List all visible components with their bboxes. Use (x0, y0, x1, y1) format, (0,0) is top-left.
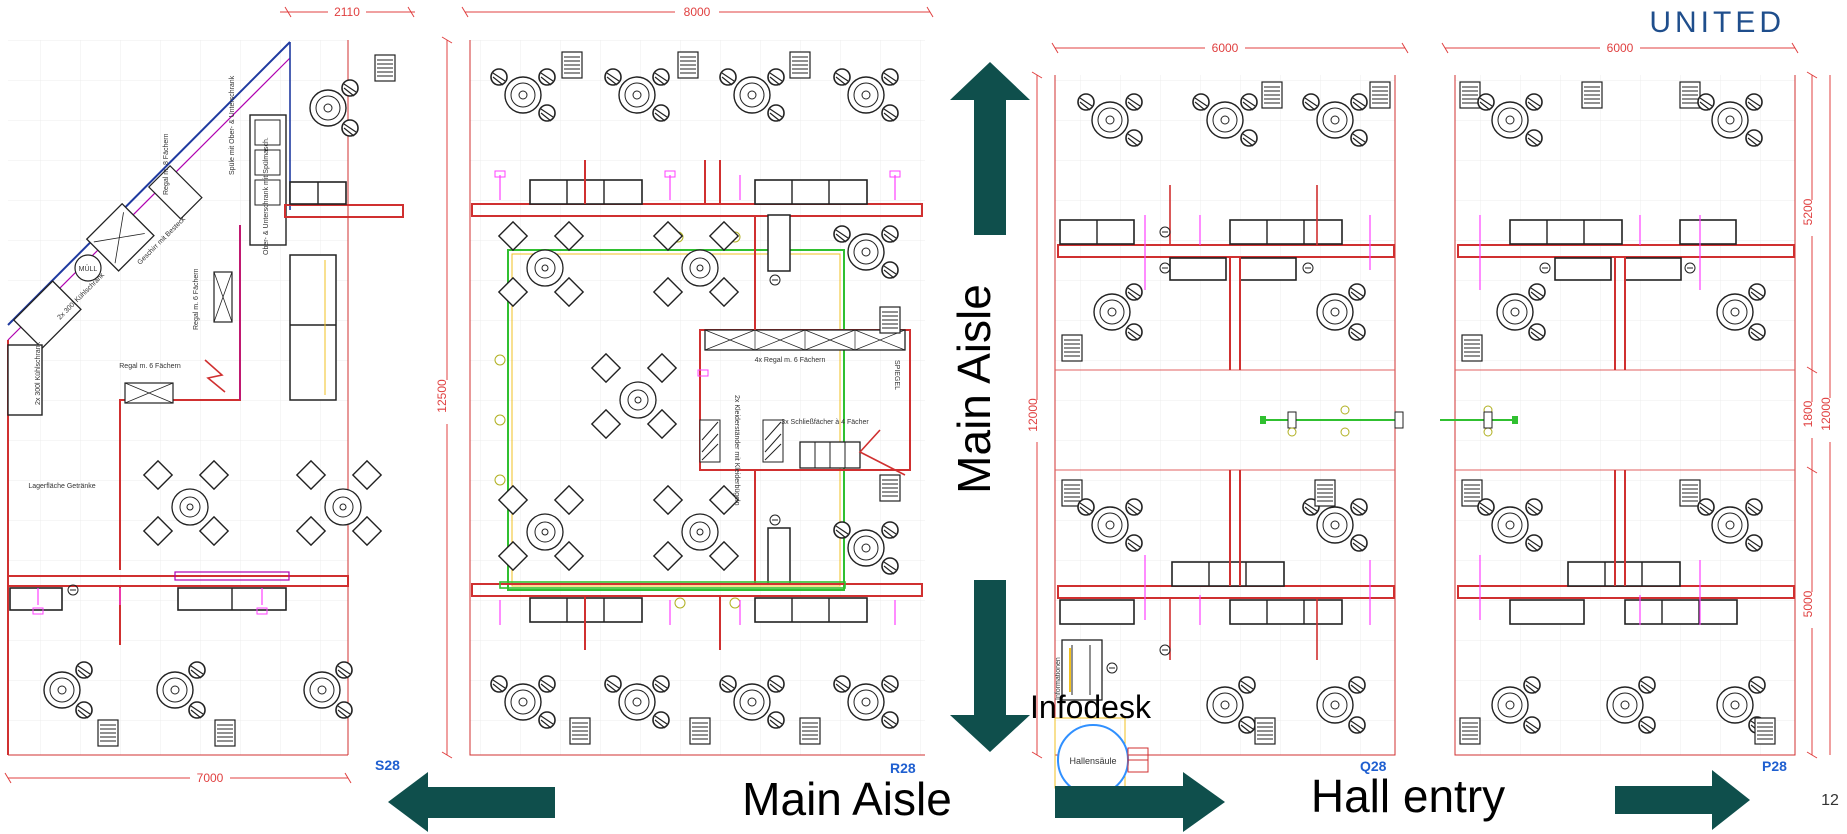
label-schliessfach: 3x Schließfächer à 4 Fächer (781, 419, 869, 426)
hall-q28: Informationen Hallensäule Infodesk Q28 (1030, 75, 1404, 796)
dim-r-left: 12500 (435, 379, 449, 413)
dim-p-right-total: 12000 (1819, 397, 1833, 431)
dim-r-top: 8000 (684, 5, 711, 19)
arrow-right-icon-2 (1615, 770, 1750, 830)
label-spuele: Spüle mit Ober- & Unterschrank (229, 75, 236, 175)
arrow-right-icon-1 (1055, 772, 1225, 832)
dim-p-right-a: 5200 (1801, 198, 1815, 225)
dimensions-r28: 8000 12500 (435, 5, 934, 759)
label-regal-4x: 4x Regal m. 6 Fächern (755, 357, 826, 364)
label-spiegel: SPIEGEL (893, 360, 900, 390)
label-kleiderstaender: 2x Kleiderständer mit Kleiderbügeln (733, 395, 740, 506)
dimensions-q28: 6000 12000 (1026, 41, 1409, 759)
arrow-up-icon (950, 62, 1030, 235)
hall-code-q28: Q28 (1360, 758, 1387, 774)
label-hall-entry: Hall entry (1311, 770, 1505, 822)
dimensions-p28: 6000 5200 1800 5000 12000 (1441, 41, 1837, 759)
hall-p28: P28 (1440, 75, 1796, 774)
label-lagerflaeche: Lagerfläche Getränke (28, 483, 95, 490)
hall-code-r28: R28 (890, 760, 916, 776)
arrow-left-icon (388, 772, 555, 832)
label-hallensaeule: Hallensäule (1069, 756, 1116, 766)
dim-p-top: 6000 (1607, 41, 1634, 55)
hall-code-p28: P28 (1762, 758, 1787, 774)
hall-s28: MÜLL Regal m. 8 Fächern 2x 300l Kühlschr… (7, 40, 404, 773)
dim-p-right-c: 5000 (1801, 590, 1815, 617)
brand-logo: UNITED (1649, 6, 1785, 39)
dim-s-top: 2110 (334, 5, 360, 19)
label-regal-6b: Regal m. 6 Fächern (193, 268, 200, 330)
label-ober-unter: Ober- & Unterschrank mit Spülmasch. (263, 137, 270, 255)
page-number: 12 (1821, 792, 1839, 809)
hall-r28: 4x Regal m. 6 Fächern 2x Kleiderständer … (469, 40, 925, 776)
arrow-down-icon (950, 580, 1030, 752)
dim-p-right-b: 1800 (1801, 400, 1815, 427)
dim-q-top: 6000 (1212, 41, 1239, 55)
bottom-navigation: Main Aisle Hall entry 12 (388, 770, 1839, 832)
hall-code-s28: S28 (375, 757, 400, 773)
dim-s-bottom: 7000 (197, 771, 224, 785)
label-infodesk: Infodesk (1030, 689, 1152, 725)
dimensions-s28: 2110 7000 (4, 5, 415, 785)
label-main-aisle-vertical: Main Aisle (948, 284, 1000, 494)
label-main-aisle-bottom: Main Aisle (742, 773, 952, 825)
label-regal-6: Regal m. 6 Fächern (119, 363, 181, 370)
main-aisle-vertical: Main Aisle (948, 62, 1030, 752)
label-informationen: Informationen (1055, 657, 1062, 700)
label-muell: MÜLL (79, 265, 98, 273)
label-kuehlschrank2: 2x 300l Kühlschrank (35, 341, 42, 405)
label-regal-8: Regal m. 8 Fächern (163, 133, 170, 195)
dim-q-left: 12000 (1026, 398, 1040, 432)
